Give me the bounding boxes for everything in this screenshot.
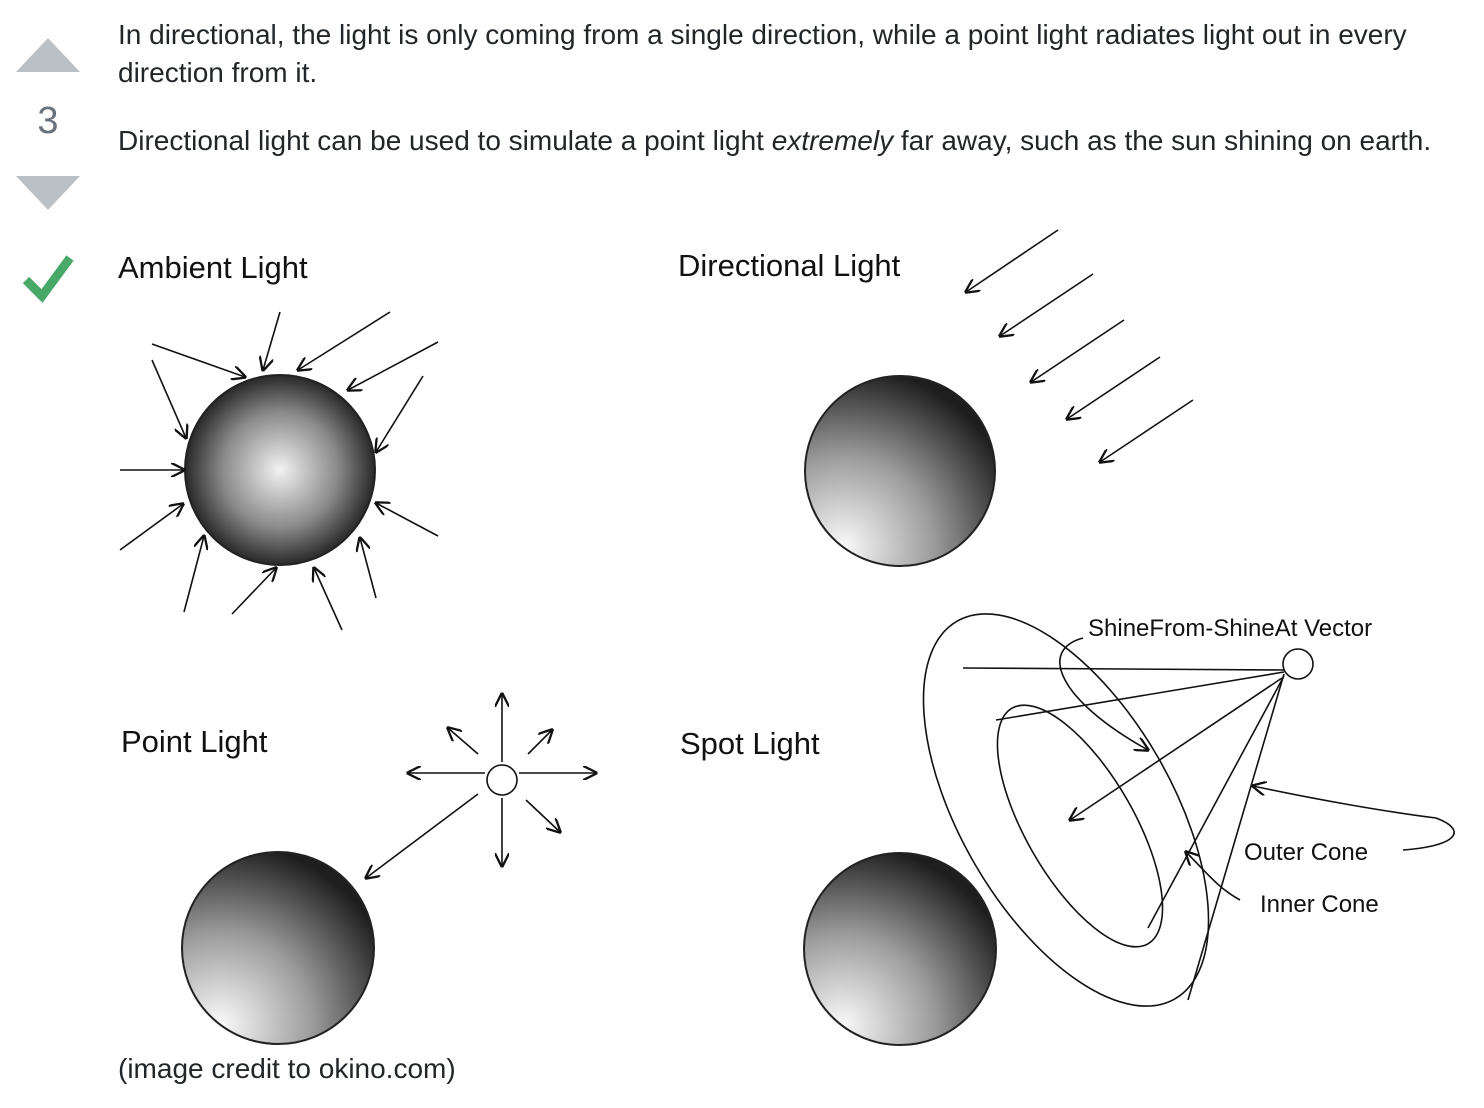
outer-cone-label: Outer Cone xyxy=(1244,839,1368,866)
answer-body: In directional, the light is only coming… xyxy=(118,16,1458,190)
paragraph-text: far away, such as the sun shining on ear… xyxy=(893,125,1432,156)
checkmark-icon xyxy=(22,255,74,303)
directional-light-illustration xyxy=(804,229,1194,567)
emphasis-text: extremely xyxy=(771,125,894,156)
upvote-button[interactable] xyxy=(16,38,80,72)
spot-light-label: Spot Light xyxy=(680,726,820,761)
paragraph-text: Directional light can be used to simulat… xyxy=(118,125,772,156)
point-light-illustration xyxy=(181,694,596,1045)
ambient-light-label: Ambient Light xyxy=(118,250,308,285)
downvote-button[interactable] xyxy=(16,176,80,210)
paragraph-directional-sun: Directional light can be used to simulat… xyxy=(118,122,1458,160)
paragraph-directional-vs-point: In directional, the light is only coming… xyxy=(118,19,1407,88)
down-arrow-icon xyxy=(16,176,80,210)
shine-vector-label: ShineFrom-ShineAt Vector xyxy=(1088,615,1372,642)
up-arrow-icon xyxy=(16,38,80,72)
directional-light-label: Directional Light xyxy=(678,248,901,283)
spot-light-illustration xyxy=(803,613,1455,1046)
accepted-answer-checkmark xyxy=(22,252,74,304)
point-light-label: Point Light xyxy=(121,724,268,759)
light-types-diagram-image: Ambient Light Directional Light Point Li… xyxy=(118,220,1468,1050)
inner-cone-label: Inner Cone xyxy=(1260,891,1379,918)
ambient-light-illustration xyxy=(119,311,439,631)
vote-count: 3 xyxy=(37,100,59,142)
image-credit: (image credit to okino.com) xyxy=(118,1053,456,1084)
